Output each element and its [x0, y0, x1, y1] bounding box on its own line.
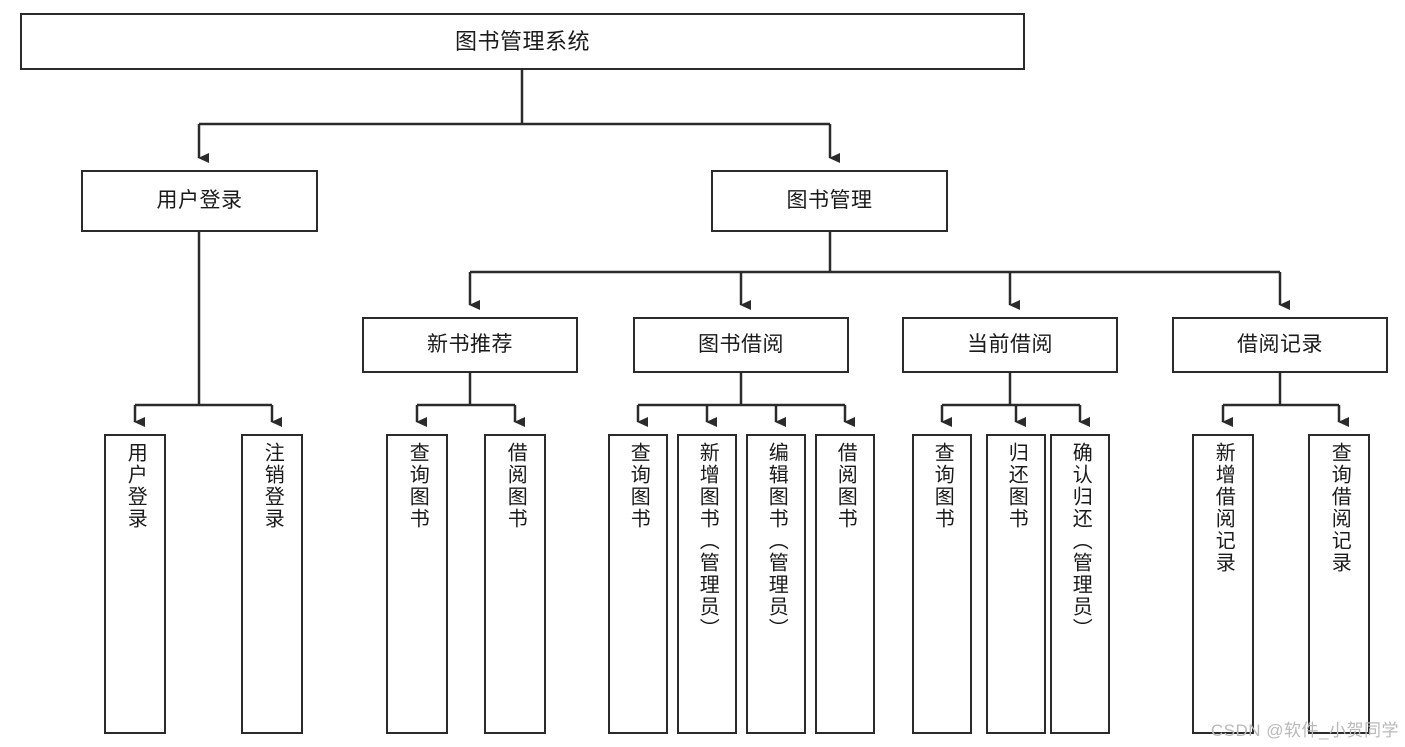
leaf-user-login-label: 用户登录 [124, 442, 147, 530]
leaf-query-book-recommend-label: 查询图书 [406, 442, 429, 530]
leaf-edit-book-admin-label: 编辑图书（管理员） [765, 442, 788, 640]
leaf-query-book-current[interactable]: 查询图书 [912, 434, 972, 734]
leaf-add-borrow-record-label: 新增借阅记录 [1212, 442, 1235, 574]
leaf-query-book-borrow[interactable]: 查询图书 [608, 434, 668, 734]
leaf-add-borrow-record[interactable]: 新增借阅记录 [1192, 434, 1254, 734]
leaf-add-book-admin[interactable]: 新增图书（管理员） [677, 434, 737, 734]
leaf-return-book[interactable]: 归还图书 [986, 434, 1046, 734]
watermark: CSDN @软件_小贺同学 [1210, 721, 1399, 740]
node-book-management[interactable]: 图书管理 [711, 170, 948, 232]
leaf-borrow-book-recommend[interactable]: 借阅图书 [484, 434, 546, 734]
leaf-return-book-label: 归还图书 [1005, 442, 1028, 530]
node-new-book-recommend[interactable]: 新书推荐 [362, 317, 578, 373]
leaf-add-book-admin-label: 新增图书（管理员） [696, 442, 719, 640]
node-user-login[interactable]: 用户登录 [81, 170, 318, 232]
node-book-management-label: 图书管理 [786, 188, 873, 212]
leaf-query-borrow-record-label: 查询借阅记录 [1328, 442, 1351, 574]
leaf-query-book-borrow-label: 查询图书 [627, 442, 650, 530]
node-current-borrow-label: 当前借阅 [967, 332, 1053, 356]
node-borrow-record[interactable]: 借阅记录 [1172, 317, 1388, 373]
leaf-logout-label: 注销登录 [261, 442, 284, 530]
node-book-borrow-label: 图书借阅 [698, 332, 784, 356]
node-book-borrow[interactable]: 图书借阅 [633, 317, 849, 373]
node-borrow-record-label: 借阅记录 [1237, 332, 1323, 356]
leaf-confirm-return-admin[interactable]: 确认归还（管理员） [1050, 434, 1110, 734]
node-current-borrow[interactable]: 当前借阅 [902, 317, 1118, 373]
leaf-logout[interactable]: 注销登录 [241, 434, 303, 734]
leaf-edit-book-admin[interactable]: 编辑图书（管理员） [746, 434, 806, 734]
leaf-confirm-return-admin-label: 确认归还（管理员） [1069, 442, 1092, 640]
node-root-label: 图书管理系统 [454, 28, 590, 54]
leaf-query-book-current-label: 查询图书 [931, 442, 954, 530]
leaf-borrow-book[interactable]: 借阅图书 [815, 434, 875, 734]
node-root[interactable]: 图书管理系统 [20, 13, 1025, 70]
leaf-borrow-book-recommend-label: 借阅图书 [504, 442, 527, 530]
leaf-user-login[interactable]: 用户登录 [104, 434, 166, 734]
leaf-query-book-recommend[interactable]: 查询图书 [386, 434, 448, 734]
leaf-borrow-book-label: 借阅图书 [834, 442, 857, 530]
leaf-query-borrow-record[interactable]: 查询借阅记录 [1308, 434, 1370, 734]
node-user-login-label: 用户登录 [156, 188, 243, 212]
node-new-book-recommend-label: 新书推荐 [427, 332, 513, 356]
